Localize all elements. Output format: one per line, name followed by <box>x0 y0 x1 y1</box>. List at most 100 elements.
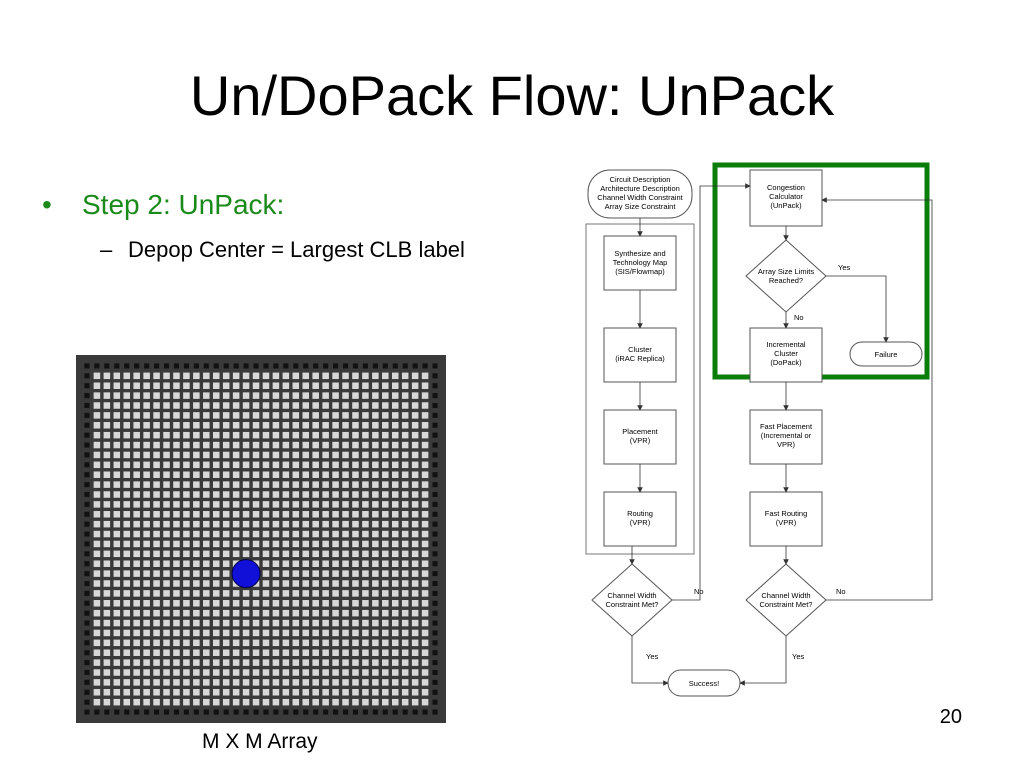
clb-cell <box>292 669 300 676</box>
clb-cell <box>302 600 310 607</box>
clb-cell <box>103 649 111 656</box>
clb-cell <box>342 669 349 676</box>
clb-cell <box>401 471 409 478</box>
clb-cell <box>163 451 170 459</box>
clb-cell <box>123 481 131 488</box>
clb-cell <box>391 590 399 597</box>
clb-cell <box>421 669 429 676</box>
clb-cell <box>362 491 369 498</box>
clb-cell <box>272 422 280 429</box>
clb-cell <box>432 393 438 399</box>
clb-cell <box>312 471 319 478</box>
array-caption: M X M Array <box>202 730 318 753</box>
clb-cell <box>173 580 180 587</box>
clb-cell <box>282 481 290 488</box>
clb-cell <box>372 363 378 369</box>
clb-cell <box>153 520 160 528</box>
clb-cell <box>421 422 429 429</box>
clb-cell <box>183 491 190 498</box>
clb-cell <box>312 511 319 518</box>
sub-bullet-depop: –Depop Center = Largest CLB label <box>100 236 465 264</box>
clb-cell <box>362 669 369 676</box>
clb-cell <box>362 649 369 656</box>
clb-cell <box>401 441 409 449</box>
clb-cell <box>113 382 121 389</box>
clb-cell <box>342 600 349 607</box>
clb-cell <box>103 461 111 469</box>
clb-cell <box>332 530 339 538</box>
clb-cell <box>123 402 131 409</box>
clb-cell <box>212 609 220 617</box>
clb-cell <box>332 600 339 607</box>
clb-cell <box>401 570 409 577</box>
clb-cell <box>222 669 230 676</box>
clb-cell <box>84 412 90 418</box>
clb-cell <box>193 698 200 706</box>
clb-cell <box>153 550 160 558</box>
clb-cell <box>153 689 160 696</box>
clb-cell <box>93 402 101 409</box>
clb-cell <box>222 511 230 518</box>
clb-cell <box>183 580 190 587</box>
clb-cell <box>292 679 300 686</box>
clb-cell <box>312 619 319 627</box>
clb-cell <box>421 689 429 696</box>
clb-cell <box>262 431 270 439</box>
clb-cell <box>391 698 399 706</box>
clb-cell <box>103 698 111 706</box>
clb-cell <box>401 698 409 706</box>
clb-cell <box>163 491 170 498</box>
clb-cell <box>312 679 319 686</box>
clb-cell <box>222 619 230 627</box>
clb-cell <box>93 422 101 429</box>
array-background <box>76 355 446 723</box>
clb-cell <box>203 372 210 380</box>
clb-cell <box>212 382 220 389</box>
clb-cell <box>262 619 270 627</box>
clb-cell <box>113 619 121 627</box>
clb-cell <box>372 471 379 478</box>
clb-cell <box>372 402 379 409</box>
clb-cell <box>262 372 270 380</box>
clb-cell <box>362 392 369 399</box>
clb-cell <box>372 372 379 380</box>
clb-cell <box>342 649 349 656</box>
clb-cell <box>312 501 319 508</box>
clb-cell <box>252 441 260 449</box>
clb-cell <box>222 412 230 419</box>
clb-cell <box>193 402 200 409</box>
clb-cell <box>391 511 399 518</box>
clb-cell <box>143 471 150 478</box>
clb-cell <box>183 530 190 538</box>
clb-cell <box>123 590 131 597</box>
clb-cell <box>123 619 131 627</box>
clb-cell <box>143 629 150 637</box>
clb-cell <box>153 580 160 587</box>
clb-cell <box>332 669 339 676</box>
clb-cell <box>391 451 399 459</box>
clb-cell <box>292 412 300 419</box>
clb-cell <box>272 550 280 558</box>
clb-cell <box>421 382 429 389</box>
clb-cell <box>401 629 409 637</box>
clb-cell <box>113 649 121 656</box>
clb-cell <box>133 629 140 637</box>
clb-cell <box>322 382 329 389</box>
clb-cell <box>262 649 270 656</box>
clb-cell <box>392 363 398 369</box>
input-line-4: Array Size Constraint <box>605 202 677 211</box>
fast-placement-line-1: Fast Placement <box>760 422 813 431</box>
clb-cell <box>282 431 290 439</box>
clb-cell <box>123 649 131 656</box>
clb-cell <box>173 402 180 409</box>
clb-cell <box>391 422 399 429</box>
clb-cell <box>362 441 369 449</box>
clb-cell <box>332 431 339 439</box>
clb-cell <box>232 530 240 538</box>
clb-cell <box>104 363 110 369</box>
clb-cell <box>113 422 121 429</box>
incremental-line-1: Incremental <box>766 340 806 349</box>
clb-cell <box>93 550 101 558</box>
clb-cell <box>222 679 230 686</box>
clb-cell <box>302 451 310 459</box>
